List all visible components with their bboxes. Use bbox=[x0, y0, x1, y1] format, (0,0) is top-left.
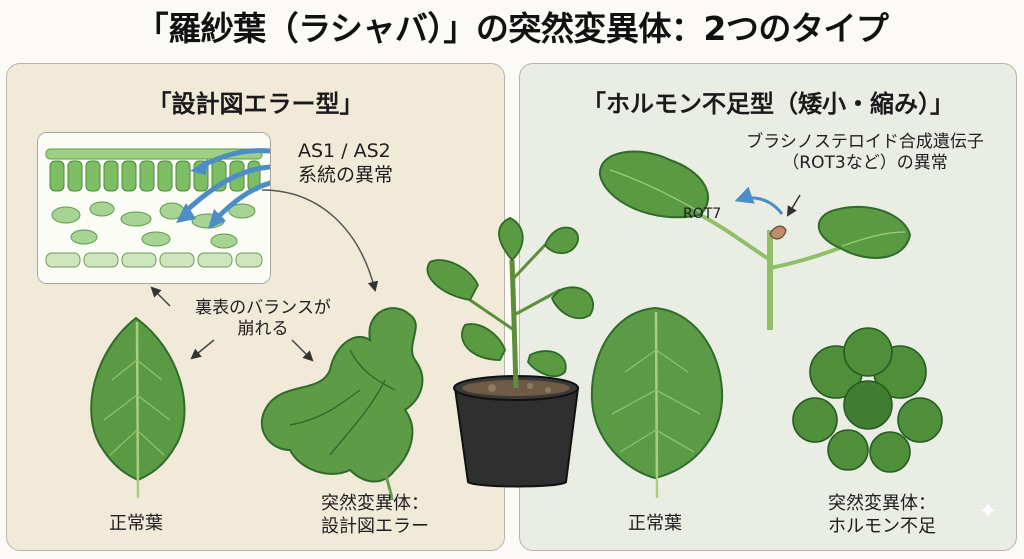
gene-pointer bbox=[786, 194, 801, 217]
page-title: 「羅紗葉（ラシャバ）」の突然変異体：2つのタイプ bbox=[135, 9, 889, 48]
normal-leaf-left bbox=[90, 316, 186, 499]
sparkle-icon: ✦ bbox=[978, 497, 999, 525]
left-mutant-caption: 突然変異体： 設計図エラー bbox=[321, 493, 429, 538]
right-gene-label: ブラシノステロイド合成遺伝子 （ROT3など）の異常 bbox=[746, 132, 984, 174]
left-gene-label: AS1 / AS2 系統の異常 bbox=[298, 140, 394, 186]
rot7-label: ROT7 bbox=[683, 206, 722, 222]
normal-leaf-right bbox=[590, 306, 724, 499]
potted-plant bbox=[426, 217, 595, 488]
dwarf-rosette bbox=[792, 327, 943, 473]
balance-arrows bbox=[150, 286, 314, 362]
rot7-arrow bbox=[734, 186, 784, 215]
left-normal-caption: 正常葉 bbox=[109, 513, 163, 534]
left-panel: 「設計図エラー型」 bbox=[6, 63, 505, 551]
mutant-leaf-left bbox=[260, 307, 424, 501]
right-normal-caption: 正常葉 bbox=[628, 513, 682, 534]
callout-line bbox=[261, 189, 379, 293]
right-mutant-caption: 突然変異体： ホルモン不足 bbox=[828, 493, 936, 538]
leaf-cross-section-illustration bbox=[38, 133, 270, 283]
balance-note: 裏表のバランスが 崩れる bbox=[195, 298, 331, 340]
rot-mutant-plant bbox=[598, 150, 912, 330]
leaf-cross-section-inset bbox=[37, 132, 271, 284]
right-panel-heading: 「ホルモン不足型（矮小・縮み）」 bbox=[582, 90, 954, 118]
left-panel-heading: 「設計図エラー型」 bbox=[147, 90, 364, 118]
